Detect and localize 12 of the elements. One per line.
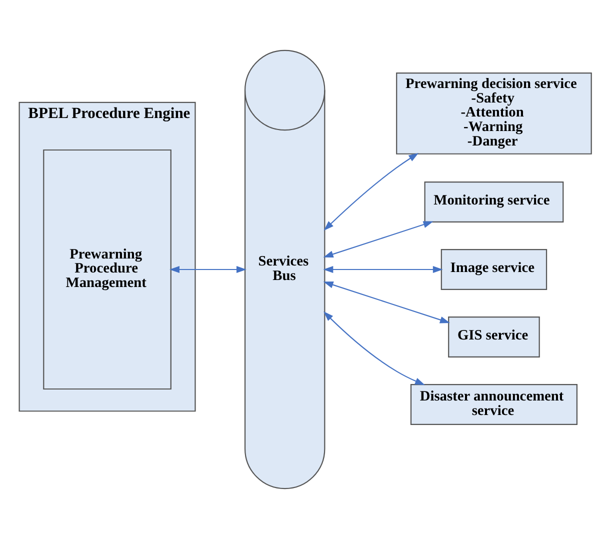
arrow: [323, 280, 450, 323]
node-box: Disaster announcement service: [410, 384, 578, 424]
arrow: [170, 266, 246, 272]
node-box: Monitoring service: [424, 181, 564, 222]
arrow: [324, 310, 425, 385]
node-box: GIS service: [448, 316, 540, 357]
arrow: [323, 266, 443, 272]
node-box: Image service: [440, 248, 548, 290]
node-box: Prewarning Procedure Management: [43, 148, 172, 390]
arrow: [323, 220, 434, 258]
node-box: Prewarning decision service -Safety -Attention -Warning -Danger: [396, 72, 592, 154]
arrow: [324, 152, 419, 230]
